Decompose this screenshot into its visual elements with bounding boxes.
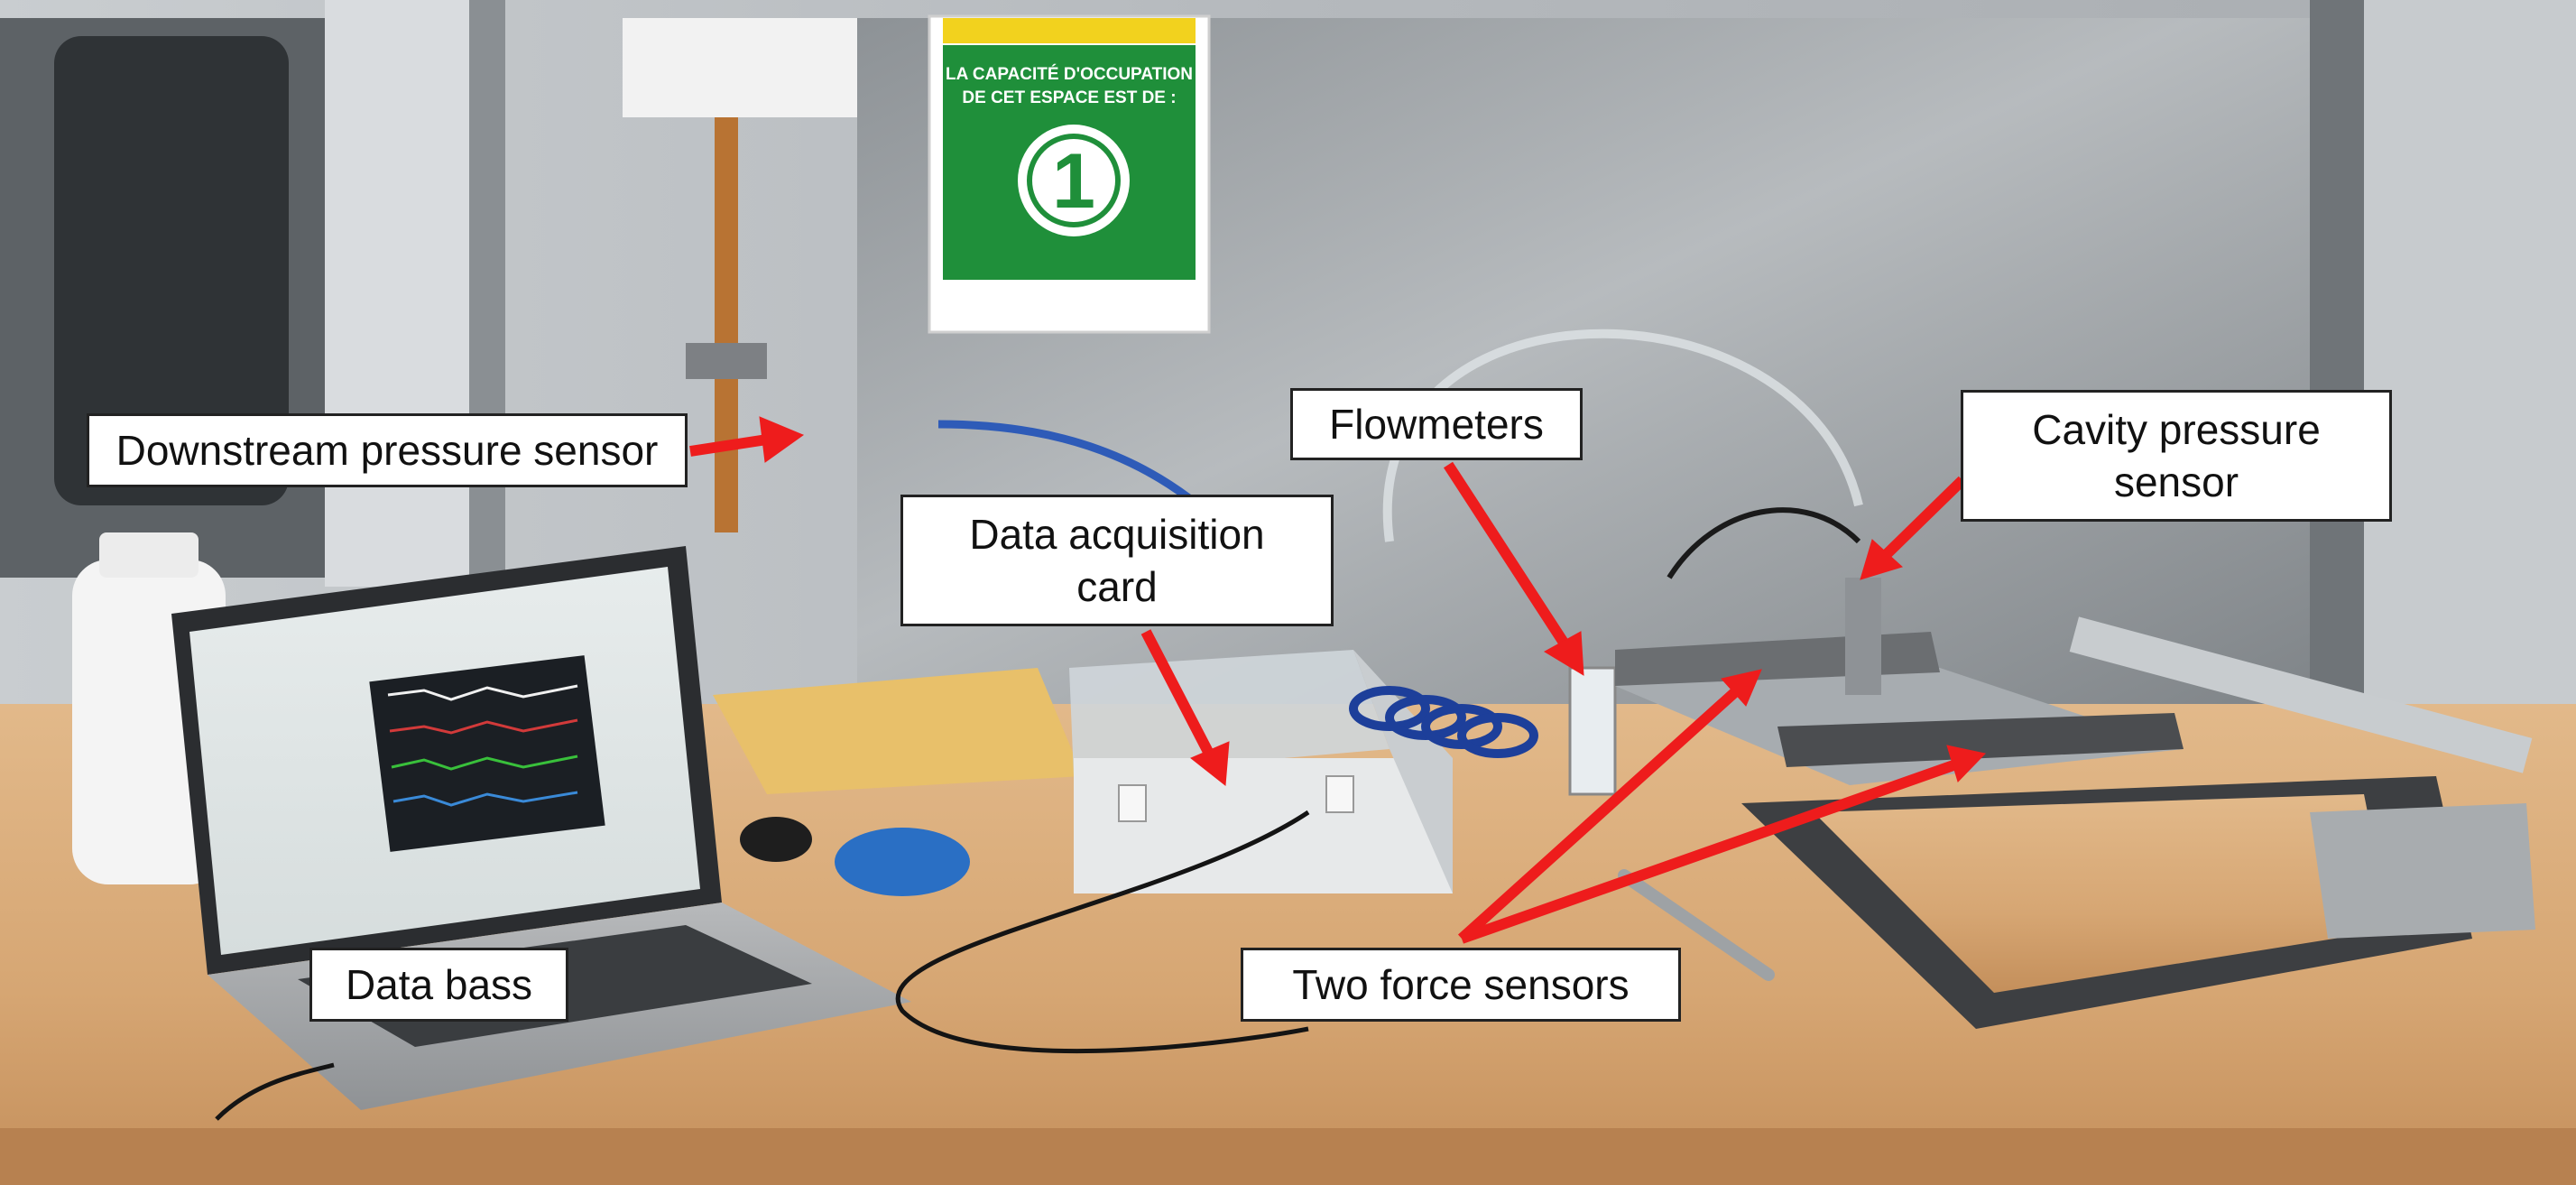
right-rail <box>2069 616 2533 773</box>
arrow-force-1 <box>1457 686 1741 943</box>
arrowhead-force-2 <box>1946 745 1986 782</box>
sign-line-2: DE CET ESPACE EST DE : <box>962 88 1176 107</box>
coiled-hose <box>1349 686 1538 758</box>
right-wall <box>2364 0 2576 722</box>
black-cable <box>1667 507 1861 579</box>
arrowhead-daq <box>1190 741 1230 786</box>
cavity-sensor-body <box>1845 578 1881 695</box>
arrowhead-force-1 <box>1721 669 1762 707</box>
flowmeter <box>1568 666 1617 796</box>
left-pole <box>469 0 505 587</box>
envelope <box>713 668 1083 794</box>
occupancy-sign: LA CAPACITÉ D'OCCUPATION DE CET ESPACE E… <box>928 14 1211 334</box>
label-downstream-pressure-sensor: Downstream pressure sensor <box>87 413 688 487</box>
bench-edge <box>0 1128 2576 1185</box>
arrowhead-downstream <box>759 416 805 463</box>
label-data-bass: Data bass <box>309 948 568 1022</box>
wall-paper <box>623 18 857 117</box>
arrow-daq <box>1140 629 1214 756</box>
arrow-cavity <box>1881 476 1967 560</box>
right-column <box>2310 0 2364 740</box>
arrow-flowmeters <box>1443 461 1571 649</box>
sign-line-1: LA CAPACITÉ D'OCCUPATION <box>946 64 1193 84</box>
arrow-force-2 <box>1460 760 1955 944</box>
daq-enclosure <box>1069 650 1453 893</box>
force-fixture <box>1615 578 2472 1029</box>
right-metal-block <box>2310 803 2535 939</box>
left-bag <box>54 36 289 505</box>
label-data-acquisition-card: Data acquisition card <box>900 495 1334 626</box>
valve <box>686 343 767 379</box>
laptop-cable <box>215 1062 335 1121</box>
arrowhead-cavity <box>1860 539 1903 580</box>
arrowhead-flowmeters <box>1543 631 1584 676</box>
mouse <box>835 828 970 896</box>
label-cavity-pressure-sensor: Cavity pressure sensor <box>1961 390 2392 522</box>
left-wall-strip <box>325 0 469 587</box>
sign-number: 1 <box>1052 138 1095 225</box>
arrow-downstream <box>689 434 768 457</box>
bottle-cap <box>99 532 199 578</box>
label-flowmeters: Flowmeters <box>1290 388 1583 460</box>
annotation-arrows <box>689 416 1986 944</box>
label-two-force-sensors: Two force sensors <box>1241 948 1681 1022</box>
wrench <box>1618 869 1775 981</box>
bench-cable <box>895 810 1310 1054</box>
black-mouse <box>740 817 812 862</box>
